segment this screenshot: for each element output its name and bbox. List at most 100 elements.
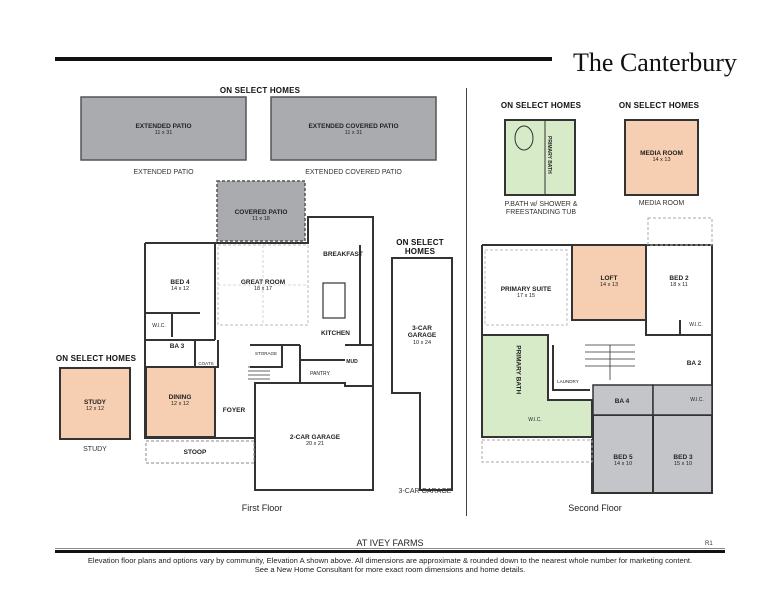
loft-dims: 14 x 13 bbox=[599, 282, 619, 289]
bed4-walls bbox=[145, 243, 216, 341]
dining-name: DINING bbox=[168, 394, 192, 401]
extended-covered-patio-dims: 11 x 31 bbox=[344, 130, 363, 137]
three-car-garage-outline bbox=[391, 257, 453, 491]
covered-patio-label: COVERED PATIO 11 x 18 bbox=[217, 209, 305, 223]
on-select-homes-right: ON SELECT HOMES bbox=[396, 238, 444, 256]
bed3-name: BED 3 bbox=[673, 454, 693, 461]
great-room-name: GREAT ROOM bbox=[240, 279, 286, 286]
media-room-dims: 14 x 13 bbox=[652, 157, 671, 164]
pbath-caption-line2: FREESTANDING TUB bbox=[505, 209, 577, 217]
bed4-label: BED 4 14 x 12 bbox=[155, 279, 205, 293]
extended-covered-patio-caption: EXTENDED COVERED PATIO bbox=[305, 169, 402, 176]
study-label: STUDY 12 x 12 bbox=[65, 399, 125, 413]
kitchen-label: KITCHEN bbox=[321, 330, 350, 337]
bed2-label: BED 2 18 x 11 bbox=[654, 275, 704, 289]
bed5-name: BED 5 bbox=[613, 454, 633, 461]
three-car-garage-label: 3-CAR GARAGE 10 x 24 bbox=[400, 325, 444, 346]
loft-label: LOFT 14 x 13 bbox=[584, 275, 634, 289]
extended-covered-patio-area bbox=[270, 96, 437, 161]
dining-dims: 12 x 12 bbox=[170, 401, 190, 408]
on-select-homes-media: ON SELECT HOMES bbox=[618, 101, 700, 110]
bed5-label: BED 5 14 x 10 bbox=[598, 454, 648, 468]
primary-suite-label: PRIMARY SUITE 17 x 15 bbox=[490, 286, 562, 300]
mud-label: MUD bbox=[346, 359, 358, 365]
study-name: STUDY bbox=[83, 399, 107, 406]
revision-code: R1 bbox=[705, 541, 713, 547]
media-room-label: MEDIA ROOM 14 x 13 bbox=[630, 150, 693, 164]
disclaimer: Elevation floor plans and options vary b… bbox=[40, 556, 740, 575]
primary-suite-name: PRIMARY SUITE bbox=[500, 286, 552, 293]
extended-patio-area bbox=[80, 96, 247, 161]
bed2-dims: 18 x 11 bbox=[670, 282, 688, 289]
media-room-area bbox=[624, 119, 699, 196]
extended-patio-dims: 11 x 31 bbox=[154, 130, 173, 137]
pbath-option-area bbox=[504, 119, 576, 196]
bed4-dims: 14 x 12 bbox=[170, 286, 190, 293]
dining-label: DINING 12 x 12 bbox=[155, 394, 205, 408]
primary-bath-label: PRIMARY BATH bbox=[514, 345, 522, 395]
second-floor-label: Second Floor bbox=[568, 503, 622, 513]
two-car-garage-dims: 20 x 21 bbox=[305, 441, 325, 448]
primary-bath-area bbox=[481, 334, 593, 438]
on-select-homes-left: ON SELECT HOMES bbox=[55, 354, 137, 363]
covered-patio-area bbox=[216, 180, 306, 242]
extended-patio-label: EXTENDED PATIO 11 x 31 bbox=[81, 123, 246, 137]
bed3-wic-label: W.I.C. bbox=[690, 397, 704, 403]
header-rule bbox=[55, 57, 552, 61]
floor-divider bbox=[466, 88, 467, 516]
bed4-wic-label: W.I.C. bbox=[152, 323, 166, 329]
ba4-label: BA 4 bbox=[614, 398, 630, 405]
footer-rule-thin bbox=[55, 548, 725, 549]
great-room-dims: 18 x 17 bbox=[253, 286, 273, 293]
three-car-garage-dims: 10 x 24 bbox=[412, 339, 432, 346]
media-room-caption: MEDIA ROOM bbox=[638, 200, 685, 207]
bed2-wic-label: W.I.C. bbox=[689, 322, 703, 328]
bed2-name: BED 2 bbox=[669, 275, 689, 282]
bed3-dims: 15 x 10 bbox=[673, 461, 693, 468]
primary-wic-label: W.I.C. bbox=[528, 417, 542, 423]
footer-rule bbox=[55, 550, 725, 553]
breakfast-label: BREAKFAST bbox=[323, 251, 363, 258]
bed3-label: BED 3 15 x 10 bbox=[658, 454, 708, 468]
primary-suite-dims: 17 x 15 bbox=[516, 293, 536, 300]
study-area bbox=[59, 367, 131, 440]
laundry-label: LAUNDRY bbox=[557, 379, 579, 384]
study-caption: STUDY bbox=[83, 446, 107, 453]
great-room-label: GREAT ROOM 18 x 17 bbox=[225, 279, 301, 293]
pbath-option-caption: P.BATH w/ SHOWER & FREESTANDING TUB bbox=[495, 201, 587, 218]
ba3-label: BA 3 bbox=[169, 343, 185, 350]
three-car-garage-name: 3-CAR GARAGE bbox=[407, 325, 437, 340]
covered-patio-dims: 11 x 18 bbox=[252, 216, 270, 223]
community-name: AT IVEY FARMS bbox=[356, 538, 424, 548]
on-select-homes-bath: ON SELECT HOMES bbox=[500, 101, 582, 110]
coats-label: COATS bbox=[198, 361, 214, 366]
on-select-homes-top: ON SELECT HOMES bbox=[219, 86, 301, 95]
extended-covered-patio-label: EXTENDED COVERED PATIO 11 x 31 bbox=[271, 123, 436, 137]
storage-label: STORAGE bbox=[255, 351, 277, 356]
disclaimer-line2: See a New Home Consultant for more exact… bbox=[254, 565, 526, 575]
dining-area bbox=[145, 366, 216, 438]
disclaimer-line1: Elevation floor plans and options vary b… bbox=[87, 556, 693, 565]
extended-covered-patio-name: EXTENDED COVERED PATIO bbox=[308, 123, 399, 130]
kitchen-island bbox=[322, 282, 346, 319]
bed5-dims: 14 x 10 bbox=[613, 461, 633, 468]
first-floor-label: First Floor bbox=[241, 503, 283, 513]
foyer-label: FOYER bbox=[222, 407, 246, 414]
loft-area bbox=[571, 244, 647, 321]
stoop-label: STOOP bbox=[183, 449, 207, 456]
study-dims: 12 x 12 bbox=[85, 406, 105, 413]
two-car-garage-label: 2-CAR GARAGE 20 x 21 bbox=[275, 434, 355, 448]
covered-patio-name: COVERED PATIO bbox=[234, 209, 288, 216]
pbath-option-label: PRIMARY BATH bbox=[545, 136, 552, 174]
loft-name: LOFT bbox=[600, 275, 618, 282]
extended-patio-name: EXTENDED PATIO bbox=[135, 123, 192, 130]
ba2-label: BA 2 bbox=[686, 360, 702, 367]
plan-title: The Canterbury bbox=[573, 48, 737, 77]
two-car-garage-name: 2-CAR GARAGE bbox=[289, 434, 341, 441]
pantry-label: PANTRY bbox=[310, 371, 330, 377]
pbath-caption-line1: P.BATH w/ SHOWER & bbox=[504, 201, 578, 208]
bed4-name: BED 4 bbox=[170, 279, 190, 286]
extended-patio-caption: EXTENDED PATIO bbox=[133, 169, 194, 176]
three-car-garage-caption: 3-CAR GARAGE bbox=[398, 488, 452, 495]
